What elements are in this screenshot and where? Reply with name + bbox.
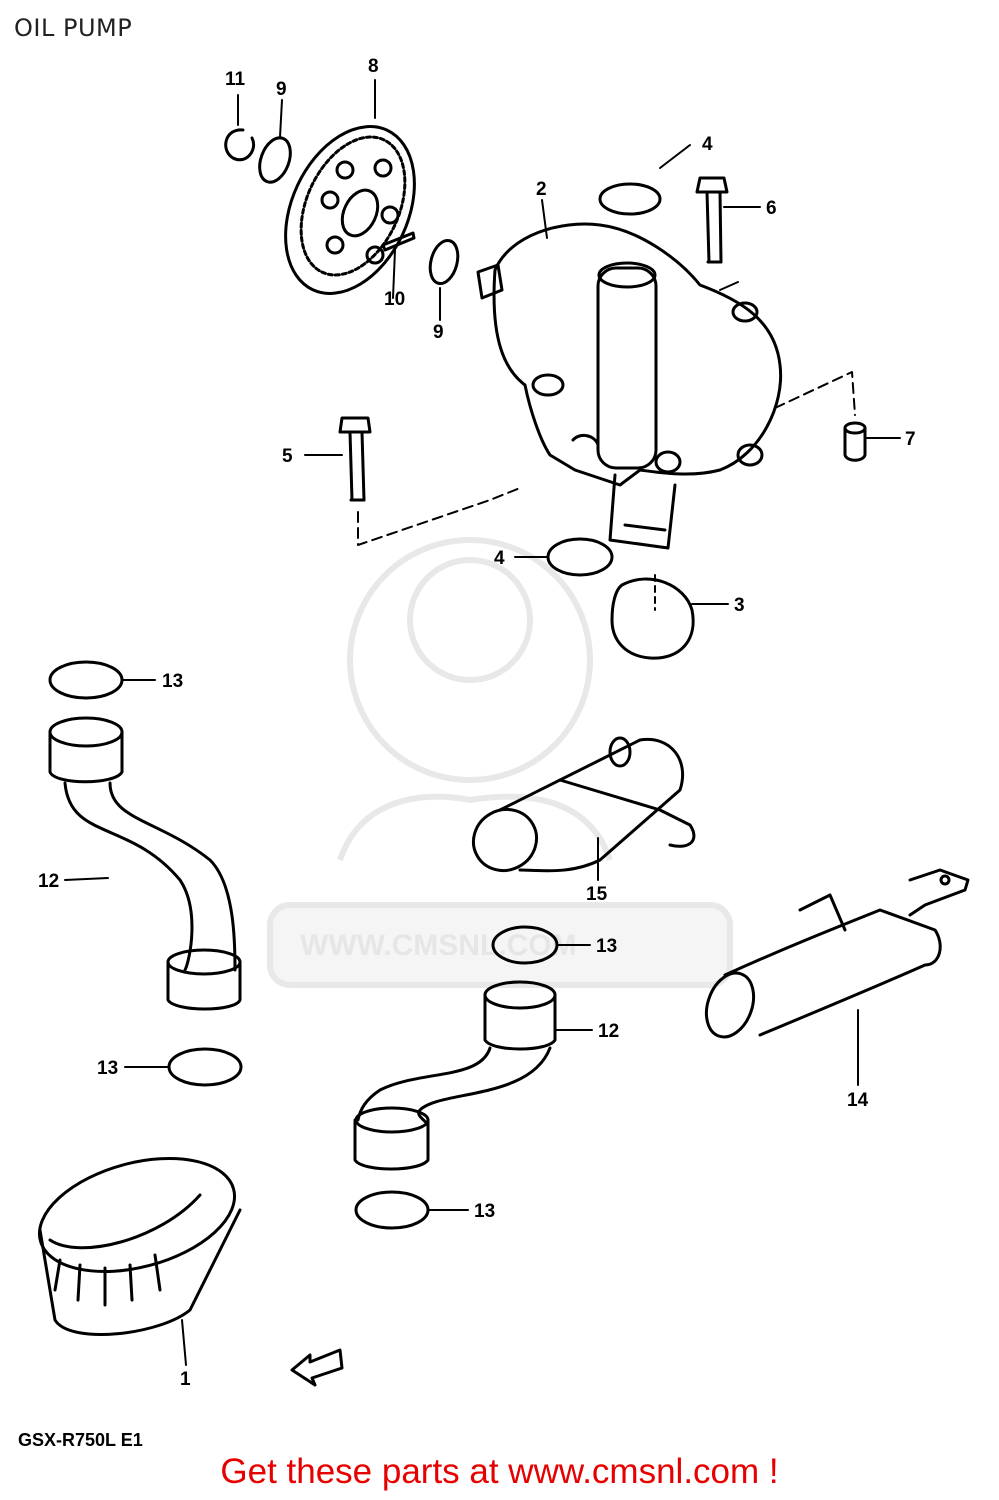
callout-13-middle: 13: [596, 936, 617, 957]
forward-arrow-icon: [290, 1348, 344, 1387]
callout-6: 6: [766, 198, 777, 219]
callout-12-left: 12: [38, 871, 59, 892]
part-bolt-6[interactable]: [695, 176, 729, 264]
callout-15: 15: [586, 884, 608, 905]
callout-12-middle: 12: [598, 1021, 619, 1042]
callout-7: 7: [905, 429, 916, 450]
part-pipe-12-middle[interactable]: [353, 980, 557, 1171]
part-gasket-3[interactable]: [610, 577, 695, 660]
callout-13-bottom: 13: [474, 1201, 495, 1222]
model-code: GSX-R750L E1: [18, 1430, 143, 1450]
part-o-ring-13-left-bottom[interactable]: [167, 1047, 243, 1087]
callout-8: 8: [368, 56, 379, 77]
callout-1: 1: [180, 1369, 191, 1390]
callout-11: 11: [225, 69, 246, 90]
callout-labels: 11 9 8 4 2 6 10 9 7 5 4 3 13 12 15 13 12…: [38, 56, 916, 1390]
callout-4-top: 4: [702, 134, 713, 155]
callout-9-bottom: 9: [433, 322, 444, 343]
part-o-ring-4-bottom[interactable]: [546, 537, 614, 577]
part-oil-pump-2[interactable]: [476, 222, 783, 550]
callout-2: 2: [536, 179, 547, 200]
callout-13-left-bottom: 13: [97, 1058, 118, 1079]
callout-14: 14: [847, 1090, 869, 1111]
footer-link[interactable]: Get these parts at www.cmsnl.com !: [220, 1452, 779, 1491]
part-pin-10[interactable]: [381, 231, 416, 252]
part-pipe-12-left[interactable]: [48, 716, 242, 1011]
part-washer-9-left[interactable]: [254, 134, 296, 187]
page-title: OIL PUMP: [14, 14, 133, 42]
part-oil-filter-1[interactable]: [27, 1139, 247, 1336]
callout-13-left-top: 13: [162, 671, 183, 692]
part-o-ring-4-top[interactable]: [598, 182, 662, 216]
part-bolt-5[interactable]: [338, 416, 372, 502]
cms-watermark: WWW.CMSNL.COM: [267, 537, 733, 988]
watermark-text: WWW.CMSNL.COM: [300, 929, 577, 962]
leader-lines: [64, 79, 901, 1366]
part-driven-gear-8[interactable]: [260, 106, 440, 315]
part-o-ring-13-bottom[interactable]: [354, 1190, 430, 1230]
callout-4-bottom: 4: [494, 548, 505, 569]
part-dowel-7[interactable]: [843, 421, 867, 462]
part-circlip-11[interactable]: [224, 128, 255, 162]
part-pipe-14[interactable]: [698, 868, 970, 1044]
callout-10: 10: [384, 289, 405, 310]
callout-9-top: 9: [276, 79, 287, 100]
part-washer-9-right[interactable]: [426, 237, 463, 286]
callout-5: 5: [282, 446, 293, 467]
callout-3: 3: [734, 595, 745, 616]
part-o-ring-13-left-top[interactable]: [48, 660, 124, 700]
part-pipe-15[interactable]: [462, 736, 696, 882]
